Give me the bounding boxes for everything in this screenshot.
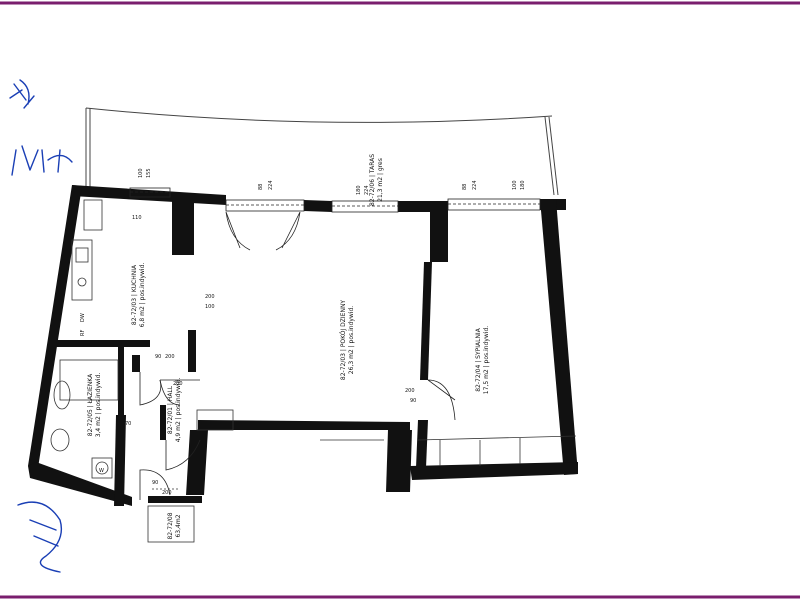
dim-door-bed-b: 90 [410, 398, 416, 404]
door-swings [139, 211, 456, 500]
dim-win3a: 180 [356, 185, 362, 195]
dim-door-bath-a: 70 [125, 421, 131, 427]
bathroom-area: 3,4 m2 | pos.indywid. [95, 373, 102, 438]
unit-area: 63,4m2 [175, 514, 182, 537]
label-dw: DW [80, 313, 86, 322]
bedroom-name: 82-72/04 | SYPIALNIA [475, 327, 482, 391]
terrace-area: 21,3 m2 | gres [377, 158, 384, 202]
living-name: 82-72/03 | POKÓJ DZIENNY [340, 300, 347, 381]
dim-win5b: 180 [520, 180, 526, 190]
dim-win4a: 88 [462, 184, 468, 190]
dim-door-hall-b: 200 [165, 354, 175, 360]
kitchen-area: 6,8 m2 | pos.indywid. [139, 263, 146, 328]
bathroom-name: 82-72/05 | ŁAZIENKA [87, 373, 94, 436]
terrace-outline [85, 107, 559, 196]
hall-area: 4,9 m2 | pos.indywid. [175, 378, 182, 443]
dim-door-hall-a: 90 [155, 354, 161, 360]
kitchen-name: 82-72/03 | KUCHNIA [131, 264, 138, 325]
dim-win2b: 224 [268, 180, 274, 190]
dim-win2a: 88 [258, 184, 264, 190]
dim-door-living-a: 200 [205, 294, 215, 300]
dim-win3b: 224 [364, 185, 370, 195]
dim-win1c: 110 [132, 215, 142, 221]
label-w: W [99, 468, 104, 474]
dim-win4b: 224 [472, 180, 478, 190]
dim-door-bath-b: 200 [173, 381, 183, 387]
hall-name: 82-72/01 | HALL [167, 385, 174, 434]
dim-door-living-b: 100 [205, 304, 215, 310]
unit-name: 82-72/08 [167, 512, 174, 539]
dim-win1b: 155 [146, 168, 152, 178]
label-rf: RF [80, 330, 86, 336]
dim-door-entry-b: 200 [162, 490, 172, 496]
terrace-name: 82-72/06 | TARAS [369, 154, 376, 206]
walls [28, 185, 578, 506]
living-area: 26,3 m2 | pos.indywid. [348, 306, 355, 374]
dim-door-entry-a: 90 [152, 480, 158, 486]
windows [129, 187, 541, 213]
dim-door-bed-a: 200 [405, 388, 415, 394]
dim-win5a: 100 [512, 180, 518, 190]
dim-win1a: 100 [138, 168, 144, 178]
handwritten-marks [9, 79, 73, 573]
bedroom-area: 17,5 m2 | pos.indywid. [483, 326, 490, 394]
fixtures [50, 199, 577, 543]
